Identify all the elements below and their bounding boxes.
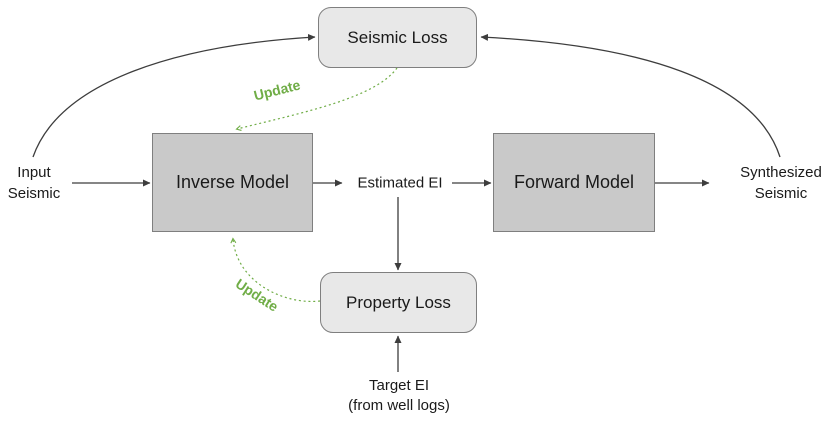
update-curve-seismic-loss-to-inverse-model: [235, 67, 398, 131]
estimated-ei-label: Estimated EI: [357, 173, 442, 194]
synthesized-seismic-line2: Seismic: [754, 185, 808, 202]
forward-model-label: Forward Model: [513, 172, 635, 192]
forward-model-box: Forward Model: [493, 133, 655, 232]
input-seismic-label: Input Seismic: [8, 162, 61, 204]
seismic-loss-label: Seismic Loss: [347, 27, 448, 47]
target-ei-line1: Target EI: [368, 377, 430, 394]
seismic-loss-box: Seismic Loss: [318, 7, 477, 68]
property-loss-box: Property Loss: [320, 272, 477, 333]
target-ei-label: Target EI (from well logs): [348, 376, 450, 416]
inverse-model-label: Inverse Model: [175, 172, 290, 192]
target-ei-line2: (from well logs): [348, 397, 450, 414]
synthesized-seismic-label: Synthesized Seismic: [740, 162, 822, 204]
property-loss-label: Property Loss: [346, 292, 451, 312]
input-seismic-line1: Input: [17, 164, 51, 181]
input-seismic-line2: Seismic: [7, 185, 61, 202]
synthesized-seismic-line1: Synthesized: [740, 164, 822, 181]
curve-synthesized-seismic-to-seismic-loss: [480, 33, 781, 158]
curve-input-seismic-to-seismic-loss: [32, 33, 316, 158]
inverse-model-box: Inverse Model: [152, 133, 313, 232]
estimated-ei-text: Estimated EI: [357, 174, 443, 192]
